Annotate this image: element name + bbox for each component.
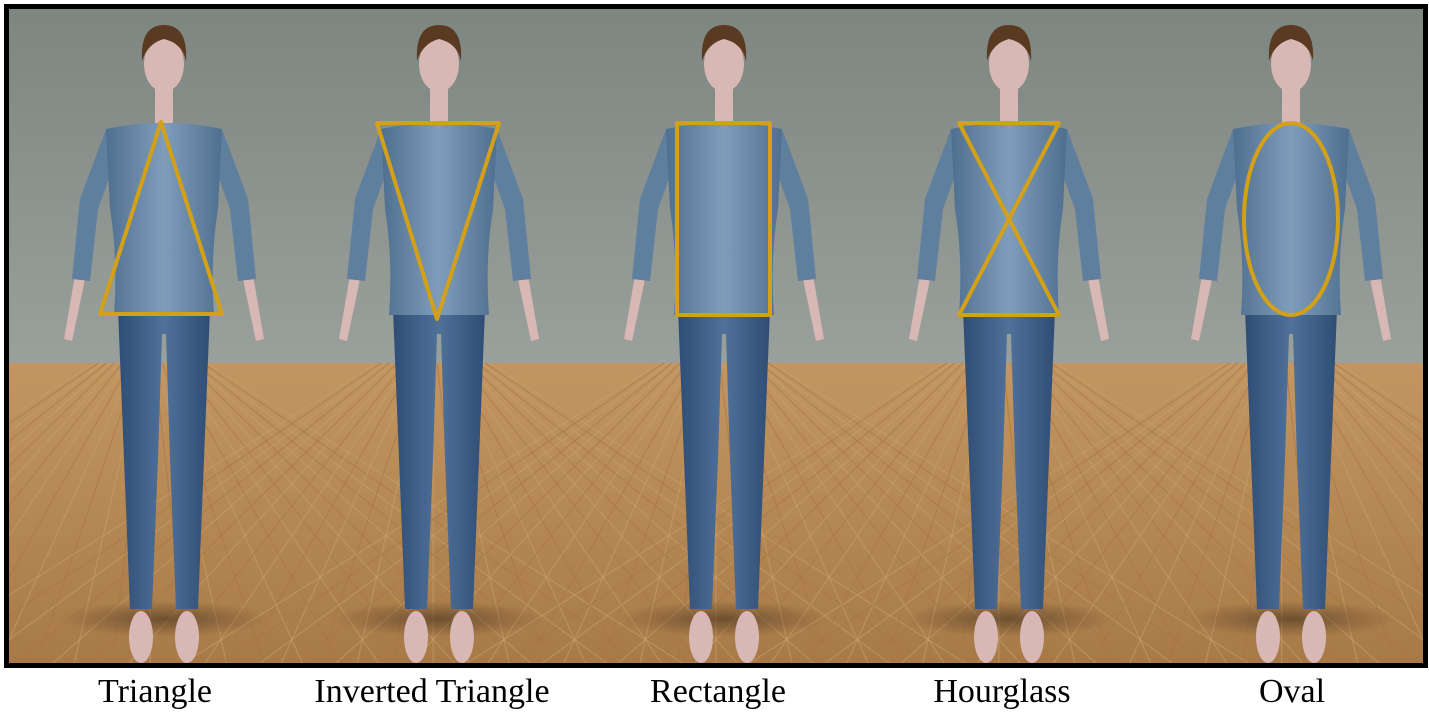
left-foot	[1256, 611, 1280, 663]
shadow	[334, 601, 544, 637]
neck	[1000, 87, 1018, 123]
shadow	[1186, 601, 1396, 637]
caption-rectangle: Rectangle	[650, 672, 786, 712]
shirt	[666, 123, 782, 315]
right-foot	[735, 611, 759, 663]
neck	[1282, 87, 1300, 123]
shadow	[619, 601, 829, 637]
left-foot	[129, 611, 153, 663]
caption-oval: Oval	[1259, 672, 1325, 712]
caption-hourglass: Hourglass	[933, 672, 1070, 712]
neck	[715, 87, 733, 123]
shadow	[904, 601, 1114, 637]
left-foot	[974, 611, 998, 663]
left-foot	[404, 611, 428, 663]
shirt	[381, 123, 497, 315]
right-foot	[1302, 611, 1326, 663]
scene-illustration	[9, 9, 1423, 663]
caption-inverted-triangle: Inverted Triangle	[314, 672, 549, 712]
right-foot	[450, 611, 474, 663]
shirt	[106, 123, 222, 315]
neck	[430, 87, 448, 123]
scene-frame	[4, 4, 1428, 668]
left-foot	[689, 611, 713, 663]
right-foot	[1020, 611, 1044, 663]
shirt	[1233, 123, 1349, 315]
caption-row: Triangle Inverted Triangle Rectangle Hourgl…	[0, 668, 1429, 715]
caption-triangle: Triangle	[98, 672, 212, 712]
shadow	[59, 601, 269, 637]
neck	[155, 87, 173, 123]
right-foot	[175, 611, 199, 663]
